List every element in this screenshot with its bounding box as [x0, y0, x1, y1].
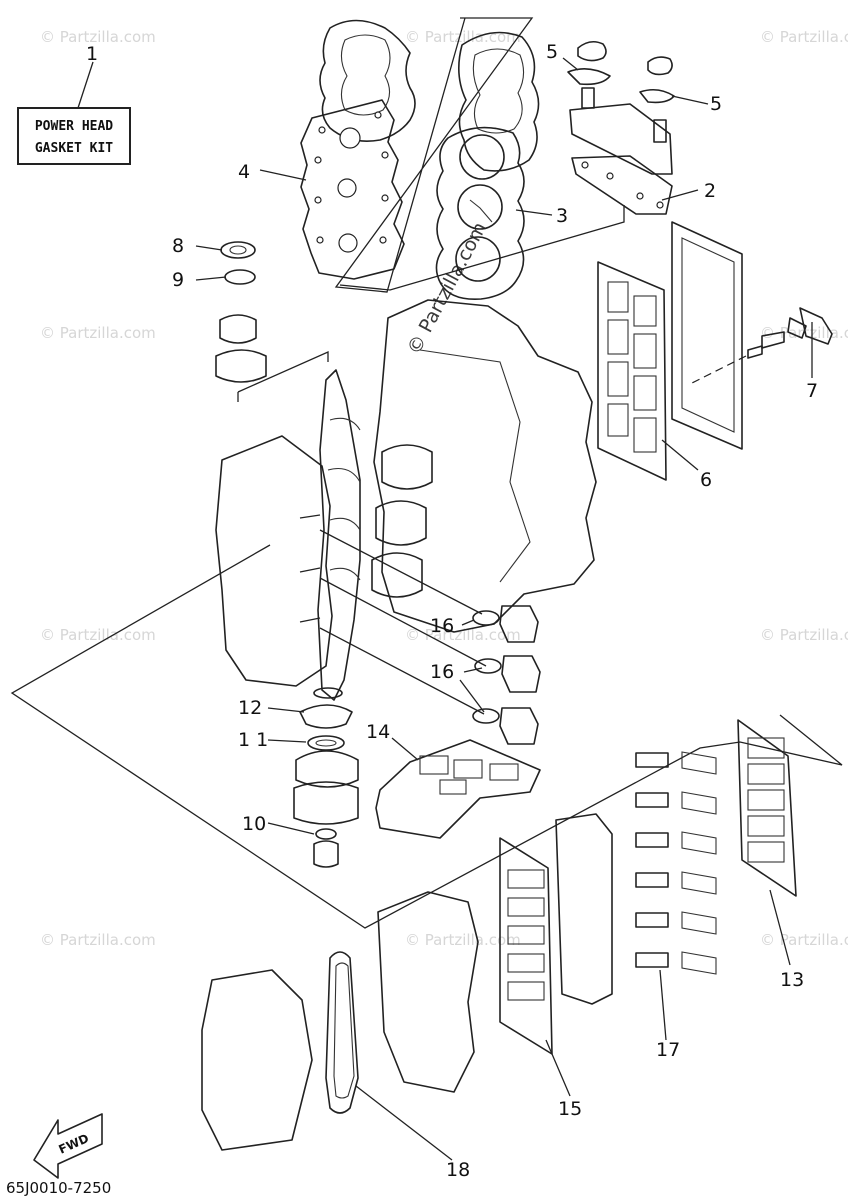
cylinder-head-gasket — [300, 99, 405, 280]
callout-13: 13 — [780, 969, 804, 991]
bearing-stack — [293, 687, 359, 868]
callout-11: 1 1 — [238, 729, 268, 751]
watermark: © Partzilla.com — [40, 626, 156, 644]
callout-9: 9 — [172, 269, 184, 291]
intake-manifold-gasket — [597, 221, 743, 481]
callout-16a: 16 — [430, 615, 454, 637]
watermark: © Partzilla.com — [405, 28, 521, 46]
callout-8: 8 — [172, 235, 184, 257]
crankshaft — [317, 369, 361, 701]
callout-leaders — [195, 57, 813, 1161]
callout-16b: 16 — [430, 661, 454, 683]
reed-valve-group — [635, 719, 797, 975]
watermark: © Partzilla.com — [760, 626, 848, 644]
fwd-label: FWD — [57, 1131, 91, 1157]
watermark-large: © Partzilla.com — [403, 219, 491, 359]
callout-1: 1 — [86, 43, 98, 65]
exhaust-cover-group — [567, 40, 675, 215]
watermark: © Partzilla.com — [405, 931, 521, 949]
thermostat-group — [689, 307, 833, 385]
base-gasket — [375, 739, 541, 839]
kit-label: POWER HEAD GASKET KIT — [17, 61, 131, 165]
callout-3: 3 — [556, 205, 568, 227]
watermark: © Partzilla.com — [40, 28, 156, 46]
block-bracket — [10, 544, 843, 929]
kit-label-line1: POWER HEAD — [35, 119, 113, 134]
cylinder-head-cover — [319, 19, 540, 172]
watermark: © Partzilla.com — [760, 28, 848, 46]
watermark: © Partzilla.com — [405, 626, 521, 644]
cylinder-gasket — [435, 126, 525, 301]
cover-gasket-group — [319, 529, 541, 745]
callout-5b: 5 — [710, 93, 722, 115]
callout-5a: 5 — [546, 41, 558, 63]
callout-7: 7 — [806, 380, 818, 402]
head-bracket — [334, 17, 625, 293]
callout-4: 4 — [238, 161, 250, 183]
lower-housing-group — [201, 891, 479, 1151]
callout-2: 2 — [704, 180, 716, 202]
callout-15: 15 — [558, 1098, 582, 1120]
callout-18: 18 — [446, 1159, 470, 1181]
watermarks: © Partzilla.com © Partzilla.com © Partzi… — [40, 28, 848, 949]
callout-12: 12 — [238, 697, 262, 719]
fwd-arrow: FWD — [33, 1113, 103, 1179]
crankcase-half — [215, 435, 333, 687]
kit-label-line2: GASKET KIT — [35, 141, 113, 156]
watermark: © Partzilla.com — [760, 931, 848, 949]
callouts: 1 2 3 4 5 5 6 7 8 9 10 1 1 12 13 14 15 1… — [86, 41, 818, 1181]
cylinder-block — [371, 299, 597, 633]
watermark: © Partzilla.com — [40, 931, 156, 949]
seal-group — [215, 241, 329, 402]
watermark: © Partzilla.com — [40, 324, 156, 342]
callout-14: 14 — [366, 721, 390, 743]
diagram-code: 65J0010-7250 — [6, 1179, 111, 1197]
callout-17: 17 — [656, 1039, 680, 1061]
callout-10: 10 — [242, 813, 266, 835]
callout-6: 6 — [700, 469, 712, 491]
